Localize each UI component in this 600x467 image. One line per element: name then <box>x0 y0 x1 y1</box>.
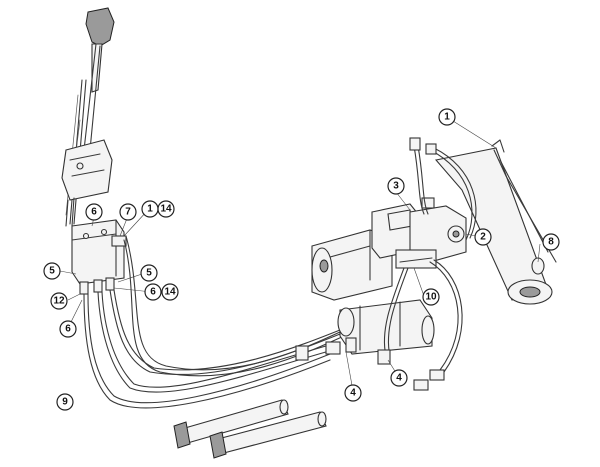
callout-2: 2 <box>474 228 492 246</box>
callout-label: 9 <box>62 397 68 408</box>
callout-7: 7 <box>119 203 137 221</box>
callout-4-left: 4 <box>344 384 362 402</box>
callout-label: 7 <box>125 207 131 218</box>
hoses-upper <box>409 137 477 241</box>
callout-label: 8 <box>548 237 554 248</box>
callout-label: 5 <box>49 266 55 277</box>
callout-4-right: 4 <box>390 369 408 387</box>
callout-label: 4 <box>350 388 356 399</box>
control-lever <box>61 7 115 227</box>
callout-9: 9 <box>56 393 74 411</box>
callout-label: 12 <box>53 296 65 307</box>
callout-14-top: 14 <box>157 200 175 218</box>
callout-5-left: 5 <box>43 262 61 280</box>
hoses-right <box>377 259 463 391</box>
hydraulic-cylinder <box>434 139 557 305</box>
callout-8: 8 <box>542 233 560 251</box>
callout-10: 10 <box>422 288 440 306</box>
callout-3: 3 <box>387 177 405 195</box>
callout-label: 6 <box>65 324 71 335</box>
callout-1-left: 1 <box>141 200 159 218</box>
callout-label: 14 <box>160 204 172 215</box>
callout-label: 2 <box>480 232 486 243</box>
callout-5-right: 5 <box>140 264 158 282</box>
valve-block <box>71 219 127 295</box>
callout-6-bottom: 6 <box>59 320 77 338</box>
callout-label: 3 <box>393 181 399 192</box>
callout-1-top: 1 <box>438 108 456 126</box>
callout-label: 10 <box>425 292 437 303</box>
callout-label: 4 <box>396 373 402 384</box>
callout-label: 6 <box>91 207 97 218</box>
callout-12: 12 <box>50 292 68 310</box>
fittings <box>295 337 357 361</box>
pump-assembly <box>311 197 467 301</box>
callout-label: 6 <box>150 287 156 298</box>
callout-6-mid: 6 <box>144 283 162 301</box>
callout-label: 14 <box>164 287 176 298</box>
callout-label: 1 <box>147 204 153 215</box>
callout-label: 5 <box>146 268 152 279</box>
callout-label: 1 <box>444 112 450 123</box>
callout-6-top: 6 <box>85 203 103 221</box>
callout-14-mid: 14 <box>161 283 179 301</box>
bottom-pipes <box>173 399 327 459</box>
